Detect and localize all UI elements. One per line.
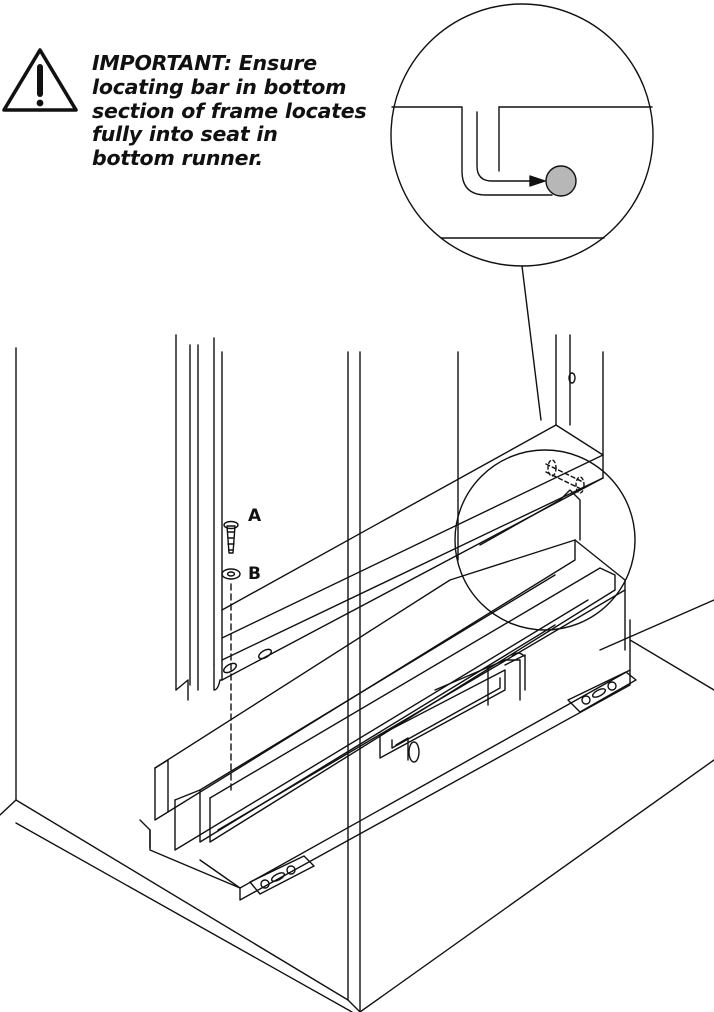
- floor-bracket-left: [249, 855, 315, 895]
- frame-left-upright: [175, 334, 223, 701]
- floor-bracket-right: [567, 671, 637, 713]
- frame-right-upright: [457, 334, 604, 529]
- warning-line: bottom runner.: [92, 146, 263, 171]
- washer-label: B: [248, 564, 261, 584]
- warning-line: IMPORTANT: Ensure: [92, 51, 317, 75]
- detail-magnifier: [390, 3, 654, 421]
- latch-mechanism: [379, 652, 526, 763]
- warning-triangle-icon: [2, 48, 78, 112]
- warning-line: locating bar in bottom: [92, 74, 347, 99]
- screw-a: [223, 520, 239, 554]
- bottom-runner-assembly: [139, 489, 631, 901]
- washer-b: [221, 568, 241, 580]
- warning-line: section of frame locates: [92, 98, 367, 123]
- cabinet-floor: [457, 527, 714, 691]
- warning-message: IMPORTANT: Ensure locating bar in bottom…: [92, 51, 382, 171]
- left-cabinet-wall: [0, 347, 714, 1012]
- detail-area-circle: [454, 449, 636, 631]
- screw-label: A: [248, 506, 262, 526]
- warning-line: fully into seat in: [92, 122, 278, 147]
- frame-bottom-section: [221, 424, 604, 681]
